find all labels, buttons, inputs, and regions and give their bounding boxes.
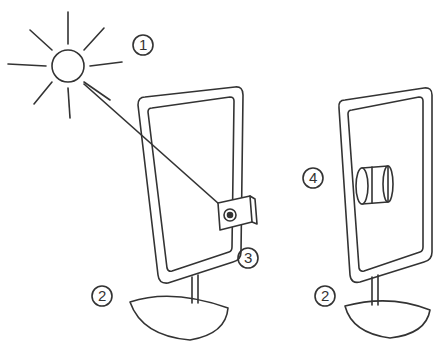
mirror-glass <box>148 97 234 271</box>
callout-number: 4 <box>309 170 317 186</box>
callout-number: 2 <box>98 288 106 304</box>
callout-circle <box>315 286 335 306</box>
stand-base <box>345 301 430 338</box>
light-ray <box>84 84 228 212</box>
sensor-device <box>250 196 257 224</box>
callout-number: 1 <box>139 37 147 53</box>
mirror-frame <box>339 88 432 282</box>
callout-circle <box>303 168 323 188</box>
sun <box>52 50 84 82</box>
callout-number: 3 <box>244 250 252 266</box>
sensor-lens <box>228 213 233 218</box>
callout-circle <box>92 286 112 306</box>
cylinder <box>371 167 373 203</box>
callout-number: 2 <box>321 288 329 304</box>
mirror-glass <box>348 97 423 271</box>
sensor-device <box>218 196 252 230</box>
cylinder <box>383 166 393 202</box>
cylinder <box>356 168 368 204</box>
callout-circle <box>133 35 153 55</box>
mirror-frame <box>138 87 243 283</box>
stand-base <box>130 296 228 340</box>
sensor-lens <box>224 209 236 221</box>
